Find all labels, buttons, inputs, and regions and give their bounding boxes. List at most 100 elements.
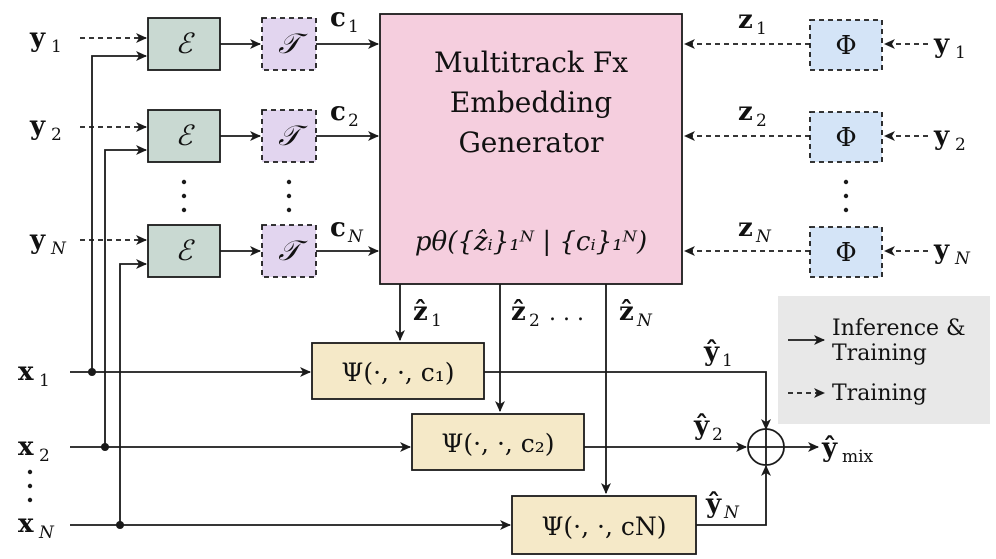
legend-solid-label-2: Training: [832, 341, 927, 366]
input-y1-label: y 1: [29, 23, 62, 57]
svg-text:x: x: [18, 509, 34, 539]
svg-text:x: x: [18, 357, 34, 387]
svg-text:Embedding: Embedding: [450, 86, 612, 119]
svg-text:Multitrack Fx: Multitrack Fx: [434, 46, 628, 79]
svg-text:Φ: Φ: [835, 31, 856, 61]
svg-text:y: y: [29, 111, 46, 141]
svg-text:1: 1: [51, 37, 62, 57]
encoder-block-N: ℰ: [147, 224, 221, 278]
input-x1-label: x 1: [18, 357, 50, 391]
svg-text:1: 1: [955, 43, 966, 63]
svg-text:mix: mix: [842, 447, 874, 467]
svg-text:2: 2: [955, 135, 966, 155]
svg-text:N: N: [50, 239, 67, 259]
svg-text:N: N: [347, 227, 364, 247]
svg-text:ℰ: ℰ: [176, 119, 196, 152]
svg-text:ℰ: ℰ: [176, 27, 196, 60]
signal-zhatN-label: ẑ N: [619, 297, 653, 331]
svg-text:ŷ: ŷ: [705, 489, 722, 519]
svg-text:1: 1: [348, 17, 359, 37]
signal-yhat2-label: ŷ 2: [693, 411, 723, 445]
signal-c1-label: c 1: [330, 3, 359, 37]
psi-block-2: Ψ(·, ·, c₂): [411, 413, 585, 471]
svg-text:N: N: [38, 523, 55, 543]
svg-text:Ψ(·, ·, c₂): Ψ(·, ·, c₂): [441, 429, 554, 458]
embedding-generator-block: Multitrack Fx Embedding Generator pθ({ẑᵢ…: [379, 13, 683, 285]
encoder-vertical-ellipsis: [181, 179, 187, 213]
svg-text:ẑ: ẑ: [511, 297, 526, 327]
input-x2-label: x 2: [18, 432, 50, 466]
svg-text:2: 2: [756, 111, 767, 131]
svg-text:ŷ: ŷ: [821, 433, 838, 463]
svg-text:N: N: [954, 249, 971, 269]
svg-text:2: 2: [712, 425, 723, 445]
phi-block-1: Φ: [809, 19, 883, 71]
svg-text:ŷ: ŷ: [693, 411, 710, 441]
legend-solid-label-1: Inference &: [832, 316, 966, 341]
signal-z1-label: z 1: [738, 5, 767, 39]
phi-block-2: Φ: [809, 111, 883, 163]
svg-text:ẑ: ẑ: [619, 297, 634, 327]
input-y1-right-label: y 1: [933, 29, 966, 63]
svg-text:Generator: Generator: [458, 126, 604, 159]
legend-dashed-label: Training: [832, 381, 927, 406]
svg-text:c: c: [330, 3, 346, 33]
transform-block-N: 𝒯: [261, 224, 317, 278]
tap-xN-encoderN: [116, 259, 147, 529]
svg-text:z: z: [738, 5, 753, 35]
svg-text:2: 2: [51, 125, 62, 145]
input-yN-label: y N: [29, 225, 67, 259]
transform-vertical-ellipsis: [286, 179, 292, 213]
edge-psiN-sum: [696, 465, 771, 526]
svg-text:z: z: [738, 213, 753, 243]
signal-yhatN-label: ŷ N: [705, 489, 740, 523]
svg-text:1: 1: [39, 371, 50, 391]
svg-text:2: 2: [529, 311, 540, 331]
tap-x1-encoder1: [88, 51, 147, 376]
input-yN-right-label: y N: [933, 235, 971, 269]
phi-vertical-ellipsis: [843, 179, 849, 213]
svg-text:2: 2: [348, 111, 359, 131]
svg-text:N: N: [755, 227, 772, 247]
svg-text:2: 2: [39, 446, 50, 466]
signal-z2-label: z 2: [738, 97, 767, 131]
signal-zhat1-label: ẑ 1: [413, 297, 442, 331]
svg-text:Ψ(·, ·, c₁): Ψ(·, ·, c₁): [341, 358, 454, 387]
encoder-block-2: ℰ: [147, 109, 221, 163]
svg-text:Ψ(·, ·, cN): Ψ(·, ·, cN): [542, 512, 667, 541]
input-x-vertical-ellipsis: [27, 469, 33, 503]
transform-block-2: 𝒯: [261, 109, 317, 163]
svg-text:pθ({ẑᵢ}₁ᴺ | {cᵢ}₁ᴺ): pθ({ẑᵢ}₁ᴺ | {cᵢ}₁ᴺ): [415, 227, 647, 257]
input-y2-label: y 2: [29, 111, 62, 145]
svg-text:N: N: [723, 503, 740, 523]
psi-block-N: Ψ(·, ·, cN): [511, 495, 697, 555]
signal-cN-label: c N: [330, 213, 364, 247]
svg-text:x: x: [18, 432, 34, 462]
tap-x2-encoder2: [101, 145, 147, 451]
encoder-block-1: ℰ: [147, 17, 221, 71]
input-xN-label: x N: [18, 509, 55, 543]
edge-psi1-sum: [484, 371, 771, 430]
svg-text:z: z: [738, 97, 753, 127]
signal-zhat2-label: ẑ 2: [511, 297, 540, 331]
svg-text:y: y: [933, 235, 950, 265]
svg-text:ŷ: ŷ: [703, 337, 720, 367]
svg-text:y: y: [29, 225, 46, 255]
phi-block-N: Φ: [809, 226, 883, 278]
output-ymix-label: ŷ mix: [821, 433, 874, 467]
svg-text:1: 1: [756, 19, 767, 39]
svg-text:c: c: [330, 213, 346, 243]
svg-text:y: y: [29, 23, 46, 53]
svg-text:c: c: [330, 97, 346, 127]
svg-text:y: y: [933, 29, 950, 59]
input-y2-right-label: y 2: [933, 121, 966, 155]
svg-text:Φ: Φ: [835, 238, 856, 268]
svg-text:Φ: Φ: [835, 123, 856, 153]
psi-block-1: Ψ(·, ·, c₁): [311, 342, 485, 400]
signal-yhat1-label: ŷ 1: [703, 337, 733, 371]
signal-c2-label: c 2: [330, 97, 359, 131]
svg-text:y: y: [933, 121, 950, 151]
svg-text:ℰ: ℰ: [176, 234, 196, 267]
summation-node: [747, 428, 785, 466]
